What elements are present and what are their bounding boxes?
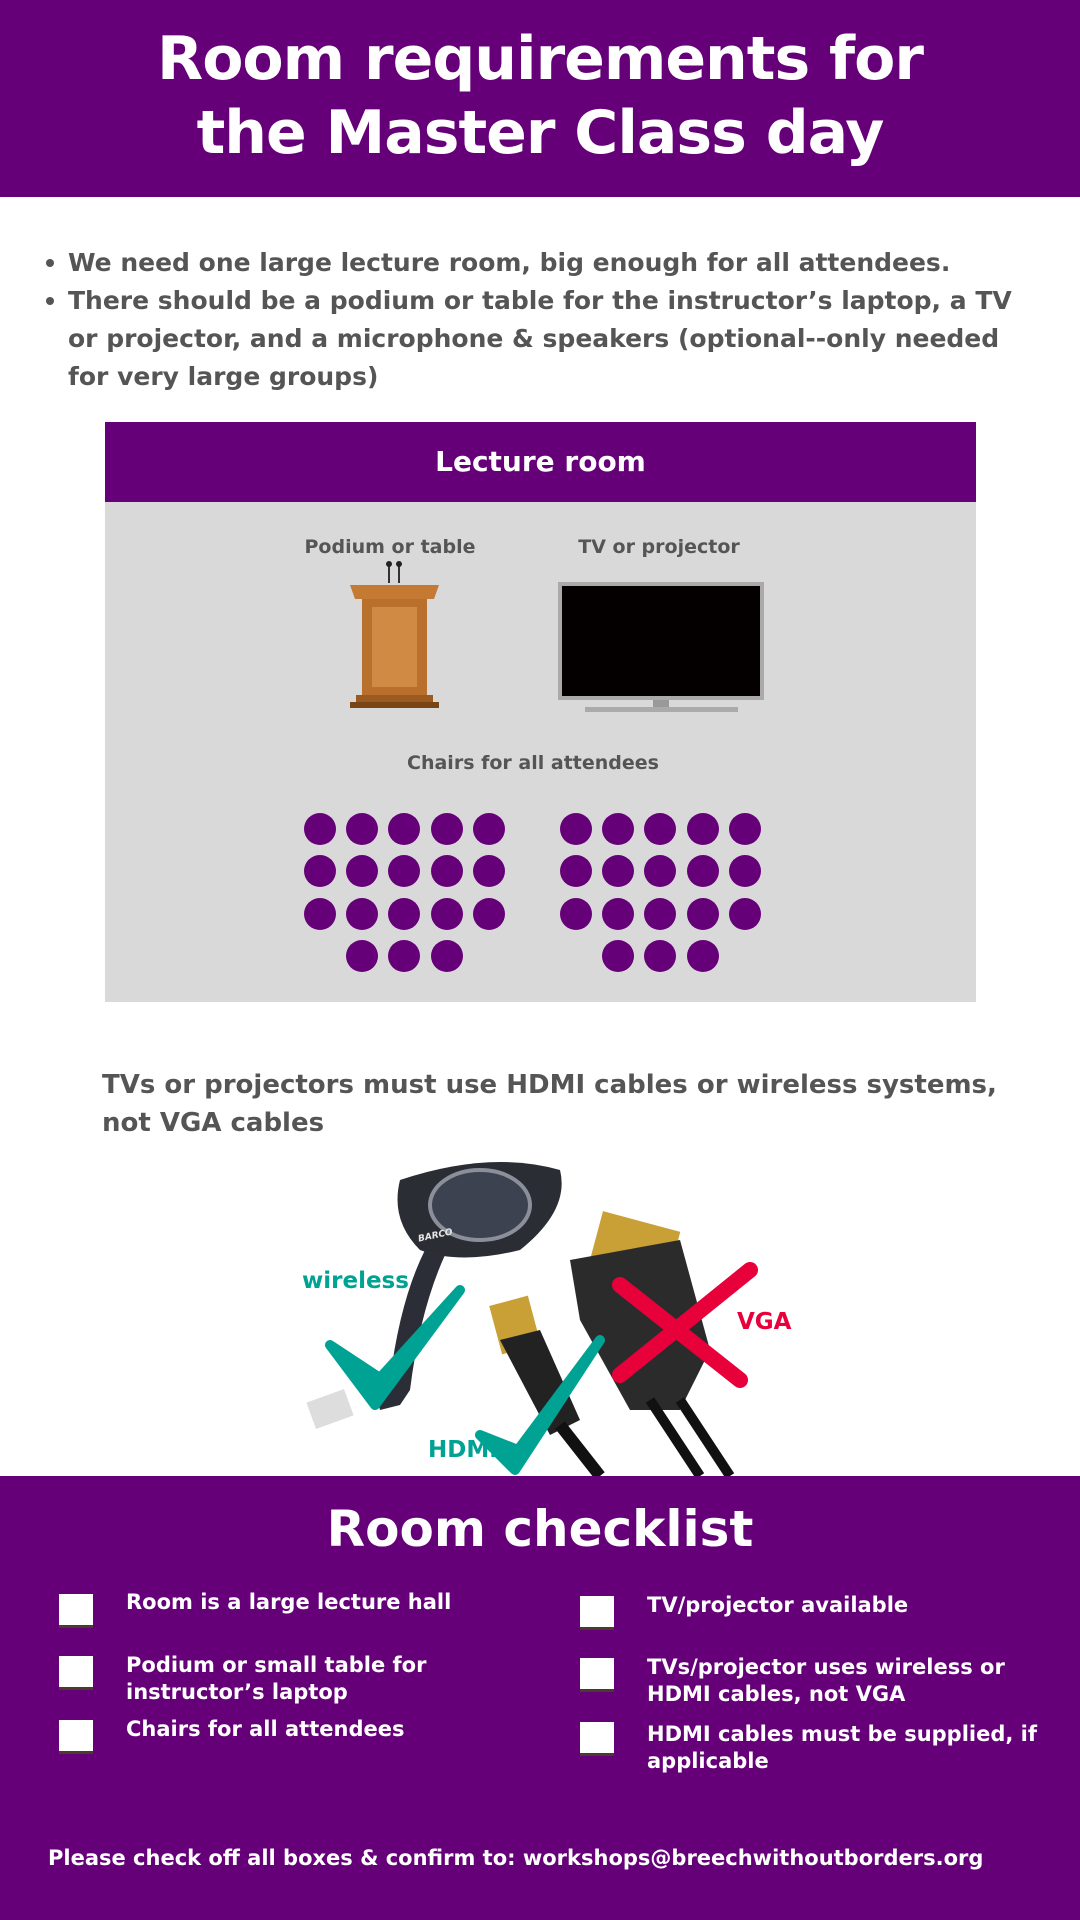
cable-note: TVs or projectors must use HDMI cables o…: [102, 1070, 997, 1138]
chair-dot: [686, 855, 719, 888]
tv-label: TV or projector: [578, 536, 740, 558]
hdmi-check-icon: [475, 1335, 605, 1475]
room-checklist: Room checklist Room is a large lecture h…: [0, 1476, 1080, 1920]
chair-dot: [346, 855, 379, 888]
checkbox-tv-available[interactable]: [580, 1596, 614, 1630]
chair-dot: [304, 897, 336, 930]
chair-dot: [644, 897, 677, 930]
chair-dot: [728, 813, 761, 845]
wireless-label: wireless: [302, 1268, 409, 1294]
checkbox-lecture-hall[interactable]: [59, 1594, 93, 1628]
confirm-instructions: Please check off all boxes & confirm to:…: [48, 1846, 984, 1870]
chair-dot: [472, 897, 505, 930]
podium-icon: [350, 561, 439, 708]
chair-dot: [560, 813, 592, 845]
chair-dot: [728, 897, 761, 930]
chair-dot: [388, 939, 421, 972]
chair-dot: [602, 855, 635, 888]
wireless-check-icon: [325, 1285, 465, 1410]
checkbox-chairs[interactable]: [59, 1720, 93, 1754]
lecture-room-diagram: Lecture room Podium or table TV or proje…: [105, 422, 976, 1002]
tv-icon: [558, 582, 764, 712]
chair-dot: [388, 813, 421, 845]
header-banner: Room requirements for the Master Class d…: [0, 0, 1080, 197]
checklist-item: TVs/projector uses wireless or HDMI cabl…: [647, 1655, 1005, 1706]
list-item: We need one large lecture room, big enou…: [46, 244, 1036, 282]
chair-dot: [686, 813, 719, 845]
chair-dot: [346, 813, 379, 845]
cables-illustration: [306, 1162, 758, 1476]
checklist-item: TV/projector available: [647, 1593, 909, 1617]
chair-dot: [472, 813, 505, 845]
chair-dot: [602, 897, 635, 930]
checkbox-hdmi-supplied[interactable]: [580, 1722, 614, 1756]
chair-dot: [430, 813, 463, 845]
chair-dot: [560, 897, 592, 930]
chair-dot: [644, 939, 677, 972]
chair-dot: [560, 855, 592, 888]
chair-dot: [388, 855, 421, 888]
chair-dot: [430, 855, 463, 888]
chair-dot: [430, 897, 463, 930]
chair-dot: [388, 897, 421, 930]
chairs-label: Chairs for all attendees: [407, 752, 659, 774]
lecture-room-title: Lecture room: [105, 422, 976, 502]
title-line-1: Room requirements for: [157, 24, 924, 94]
hdmi-label: HDMI: [428, 1437, 498, 1463]
checkbox-podium[interactable]: [59, 1656, 93, 1690]
checklist-item: Chairs for all attendees: [126, 1717, 405, 1741]
chair-dot: [686, 939, 719, 972]
chair-dot: [728, 855, 761, 888]
wireless-dongle-icon: [306, 1162, 562, 1429]
vga-cross-icon: [612, 1262, 758, 1388]
checklist-title: Room checklist: [326, 1500, 754, 1558]
chair-dot: [644, 813, 677, 845]
vga-label: VGA: [737, 1309, 792, 1335]
chair-dot: [602, 939, 635, 972]
checklist-item: HDMI cables must be supplied, if applica…: [647, 1722, 1038, 1773]
chair-dot: [346, 897, 379, 930]
chair-dot: [304, 813, 336, 845]
checklist-item: Podium or small table for instructor’s l…: [126, 1653, 427, 1704]
chair-dot: [430, 939, 463, 972]
checklist-item: Room is a large lecture hall: [126, 1590, 452, 1614]
chair-dot: [346, 939, 379, 972]
title-line-2: the Master Class day: [196, 98, 885, 168]
chair-dot: [602, 813, 635, 845]
page-title: Room requirements for the Master Class d…: [0, 22, 1080, 170]
vga-cable-icon: [570, 1211, 735, 1476]
list-item: There should be a podium or table for th…: [46, 282, 1036, 396]
requirements-list: We need one large lecture room, big enou…: [46, 244, 1036, 396]
checkbox-hdmi-wireless[interactable]: [580, 1658, 614, 1692]
chair-dot: [304, 855, 336, 888]
chair-dot: [472, 855, 505, 888]
podium-label: Podium or table: [304, 536, 476, 558]
chair-dot: [644, 855, 677, 888]
chair-dot: [686, 897, 719, 930]
